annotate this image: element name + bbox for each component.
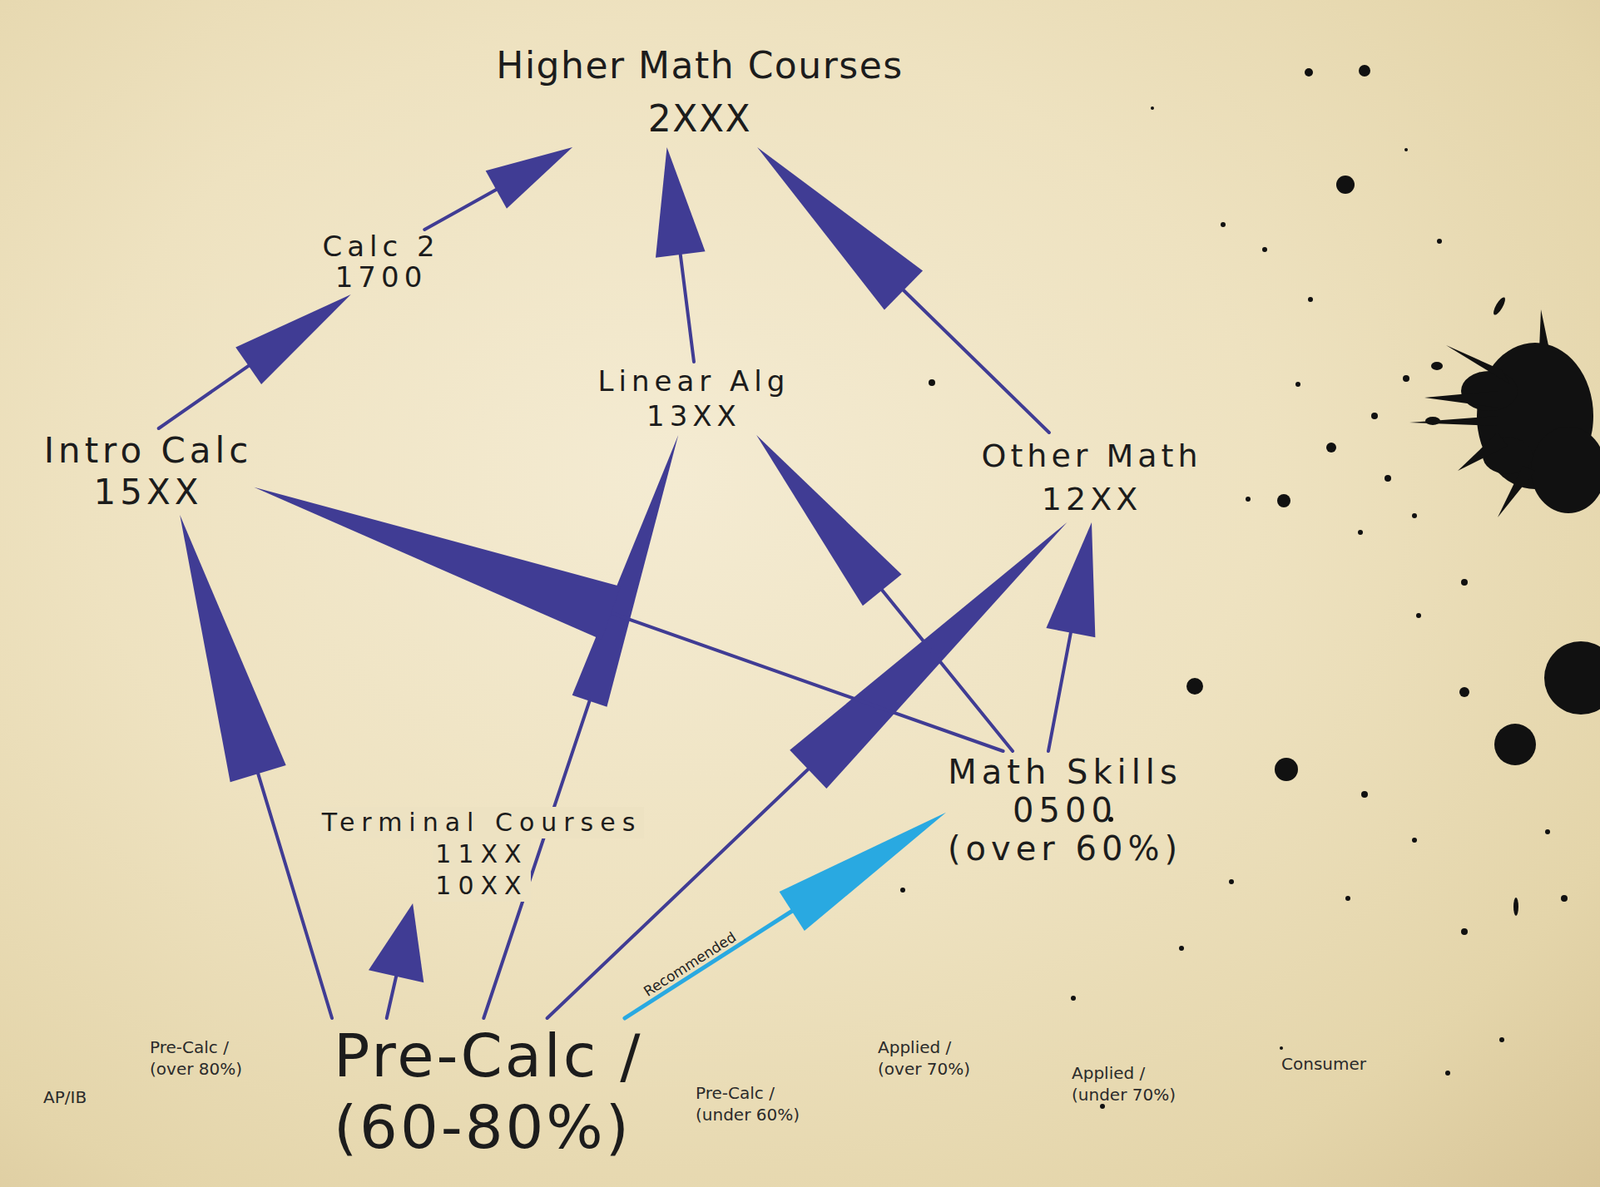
prerequisite-arrow — [424, 147, 573, 230]
course-code: (over 60%) — [947, 829, 1183, 868]
course-code: 1700 — [321, 262, 440, 293]
course-code: 2XXX — [495, 92, 903, 146]
course-node: Intro Calc15XX — [42, 428, 255, 516]
course-name: Linear Alg — [598, 363, 791, 399]
course-code: 12XX — [980, 477, 1202, 521]
course-name: Terminal Courses — [319, 807, 645, 839]
arrow-head — [756, 435, 902, 606]
course-name: Calc 2 — [321, 231, 440, 263]
prerequisite-arrow — [368, 903, 424, 1019]
course-node: Math Skills0500(over 60%) — [946, 751, 1184, 870]
placement-label: Applied / (under 70%) — [1071, 1062, 1190, 1106]
arrow-head — [368, 903, 424, 983]
course-node: Terminal Courses11XX10XX — [317, 805, 647, 904]
course-node: Higher Math Courses2XXX — [494, 37, 905, 148]
course-code: 11XX — [432, 838, 531, 871]
course-name: Higher Math Courses — [495, 39, 903, 93]
arrow-head — [179, 515, 287, 783]
prerequisite-arrow — [483, 435, 679, 1019]
arrow-shaft — [424, 189, 496, 230]
course-name: Other Math — [980, 434, 1202, 478]
course-node: Other Math12XX — [979, 432, 1204, 523]
arrow-shaft — [903, 290, 1050, 433]
arrow-head — [655, 147, 706, 258]
placement-label: Pre-Calc / (under 60%) — [695, 1082, 817, 1126]
prerequisite-arrow — [624, 812, 947, 1019]
arrow-shaft — [881, 589, 1013, 752]
course-name: Intro Calc — [44, 430, 253, 472]
arrow-head — [757, 147, 923, 311]
placement-label: AP/IB — [43, 1086, 87, 1109]
arrow-head — [485, 147, 573, 209]
arrow-shaft — [158, 366, 249, 429]
prerequisite-arrow — [1045, 522, 1095, 752]
prerequisite-arrow — [757, 147, 1050, 433]
course-name: Math Skills — [947, 752, 1183, 792]
course-code: 0500 — [947, 791, 1183, 830]
prerequisite-arrow — [253, 487, 1003, 752]
arrow-shaft — [624, 911, 793, 1019]
prerequisite-arrow — [158, 294, 352, 429]
course-code: 13XX — [598, 398, 791, 434]
placement-label: Pre-Calc / (over 80%) — [149, 1036, 258, 1080]
prerequisite-arrow — [756, 435, 1013, 752]
course-node: Calc 21700 — [320, 229, 441, 295]
arrow-head — [253, 487, 620, 640]
arrow-shaft — [680, 254, 694, 362]
course-name: Pre-Calc / (60-80%) — [333, 1020, 684, 1164]
course-code: 15XX — [44, 471, 253, 514]
placement-label: Consumer — [1281, 1053, 1367, 1075]
arrow-head — [789, 522, 1067, 789]
prerequisite-arrow — [655, 147, 706, 362]
course-code: 10XX — [432, 870, 531, 902]
arrow-head — [1045, 522, 1095, 638]
arrow-shaft — [610, 613, 1003, 752]
arrow-head — [779, 812, 947, 932]
placement-label: Applied / (over 70%) — [877, 1036, 985, 1080]
arrow-shaft — [1048, 633, 1071, 752]
arrow-head — [235, 294, 351, 385]
course-node: Linear Alg13XX — [596, 361, 793, 436]
arrow-shaft — [386, 976, 397, 1019]
arrow-head — [572, 435, 679, 708]
course-node: Pre-Calc / (60-80%) — [331, 1018, 685, 1165]
prerequisite-arrow — [179, 515, 332, 1019]
arrow-label: Recommended — [640, 928, 739, 1001]
